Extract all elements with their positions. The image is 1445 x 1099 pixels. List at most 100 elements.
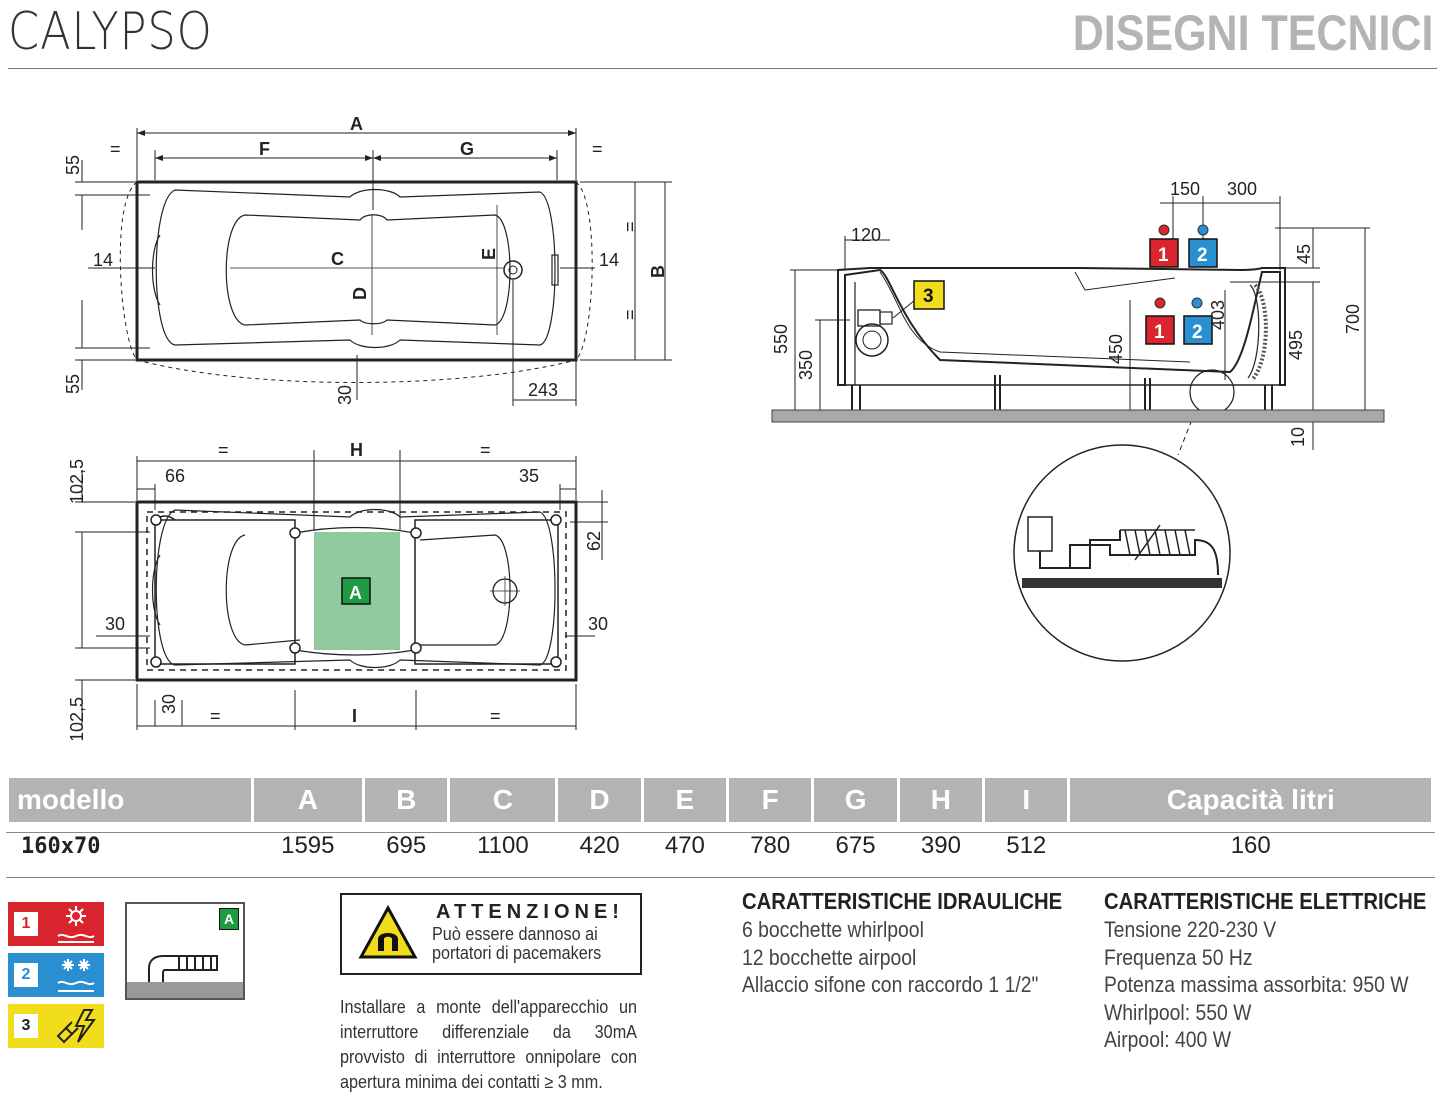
dimensions-table: modello A B C D E F G H I Capacità litri… (6, 778, 1434, 870)
dim-eq-h-left: = (218, 440, 229, 460)
marker-3-label: 3 (923, 286, 934, 307)
hydraulic-title: CARATTERISTICHE IDRAULICHE (742, 888, 1063, 914)
dim-450: 450 (1106, 334, 1126, 364)
dim-120: 120 (851, 225, 881, 245)
warning-text: Può essere dannoso ai portatori di pacem… (432, 924, 602, 963)
legend-item-2: 2 (8, 953, 104, 997)
marker-3 (913, 280, 945, 310)
dim-10: 10 (1288, 427, 1308, 447)
dim-30: 30 (335, 385, 355, 405)
dim-label-A: A (350, 114, 363, 134)
dim-eq-i-right: = (490, 706, 501, 726)
plan-view-frame: A H I = = = = 66 35 102,5 102,5 62 30 30… (67, 440, 608, 740)
cell-A: 1595 (281, 832, 335, 859)
cell-capacity: 160 (1230, 832, 1271, 859)
warning-box: ATTENZIONE! Può essere dannoso ai portat… (340, 893, 642, 975)
table-divider-top (6, 832, 1435, 833)
document-title: DISEGNI TECNICI (1072, 5, 1433, 61)
legend-number: 2 (14, 963, 38, 987)
marker-1-upper (1149, 238, 1179, 268)
snow-water-icon (57, 959, 95, 992)
marker-2-lower-label: 2 (1192, 322, 1203, 343)
hydraulic-line: 12 bocchette airpool (742, 944, 917, 970)
electric-line: Frequenza 50 Hz (1104, 944, 1253, 970)
dim-label-I: I (352, 706, 357, 726)
dim-label-G: G (460, 139, 474, 159)
cell-E: 470 (664, 832, 705, 859)
drain-connection-box: A (125, 902, 245, 1000)
electric-line: Whirlpool: 550 W (1104, 999, 1252, 1025)
table-row: 160x70 1595 695 1100 420 470 780 675 390… (9, 822, 1431, 870)
dim-350: 350 (796, 350, 816, 380)
dim-equal-b1: = (620, 221, 640, 232)
dim-30-bottom: 30 (159, 694, 179, 714)
dim-700: 700 (1343, 304, 1363, 334)
connection-badge: A (219, 908, 239, 930)
cell-G: 675 (835, 832, 876, 859)
dim-550: 550 (771, 324, 791, 354)
marker-2-upper-label: 2 (1197, 245, 1208, 266)
dim-label-F: F (259, 139, 270, 159)
col-header-H: H (899, 778, 983, 822)
cell-model: 160x70 (21, 833, 101, 859)
electric-list: Tensione 220-230 V Frequenza 50 Hz Poten… (1104, 916, 1409, 1054)
section-view: 1 2 1 2 3 150 300 120 45 700 403 495 550… (771, 179, 1385, 662)
dim-label-C: C (331, 249, 344, 269)
table-header-row: modello A B C D E F G H I Capacità litri (9, 778, 1431, 822)
legend-number: 1 (14, 912, 38, 936)
dim-300: 300 (1227, 179, 1257, 199)
electric-title: CARATTERISTICHE ELETTRICHE (1104, 888, 1427, 914)
dim-150: 150 (1170, 179, 1200, 199)
col-header-I: I (985, 778, 1068, 822)
legend-item-3: 3 (8, 1004, 104, 1048)
install-note: Installare a monte dell'apparecchio un i… (340, 997, 637, 1092)
dim-14-right: 14 (599, 250, 619, 270)
zone-badge-A: A (349, 583, 362, 603)
dim-eq-i-left: = (210, 706, 221, 726)
marker-1-upper-label: 1 (1158, 245, 1169, 266)
legend-number: 3 (14, 1014, 38, 1038)
cell-C: 1100 (477, 832, 529, 859)
dim-equal-left: = (110, 139, 121, 159)
dim-102-top: 102,5 (67, 459, 87, 504)
cell-B: 695 (386, 832, 427, 859)
dim-66: 66 (165, 466, 185, 486)
dim-55-top: 55 (63, 155, 83, 175)
marker-2-upper (1188, 238, 1218, 268)
col-header-F: F (729, 778, 812, 822)
legend-item-1: 1 (8, 902, 104, 946)
dim-label-B: B (648, 265, 668, 278)
col-header-capacity: Capacità litri (1070, 778, 1431, 822)
dim-equal-right: = (592, 139, 603, 159)
warning-magnet-icon (358, 905, 418, 959)
electric-line: Potenza massima assorbita: 950 W (1104, 972, 1409, 997)
plug-bolt-icon (56, 1009, 96, 1044)
marker-1-lower (1145, 315, 1175, 345)
marker-2-lower (1183, 315, 1213, 345)
cell-D: 420 (579, 832, 620, 859)
dim-14-left: 14 (93, 250, 113, 270)
dim-30-left: 30 (105, 614, 125, 634)
col-header-A: A (253, 778, 363, 822)
warning-title: ATTENZIONE! (436, 901, 624, 923)
col-header-G: G (814, 778, 897, 822)
hydraulic-line: Allaccio sifone con raccordo 1 1/2" (742, 972, 1039, 997)
electric-line: Tensione 220-230 V (1104, 917, 1277, 942)
dim-62: 62 (584, 531, 604, 551)
hydraulic-line: 6 bocchette whirlpool (742, 917, 924, 942)
sun-water-icon (57, 906, 95, 943)
dim-equal-b2: = (620, 309, 640, 320)
electric-line: Airpool: 400 W (1104, 1027, 1231, 1052)
hydraulic-list: 6 bocchette whirlpool 12 bocchette airpo… (742, 916, 1038, 999)
dim-45: 45 (1294, 244, 1314, 264)
cell-I: 512 (1006, 832, 1047, 859)
drain-pipe-icon (127, 955, 243, 998)
dim-243: 243 (528, 380, 558, 400)
dim-label-H: H (350, 440, 363, 460)
col-header-C: C (450, 778, 556, 822)
dim-495: 495 (1286, 330, 1306, 360)
dim-55-bottom: 55 (63, 374, 83, 394)
dim-30-right: 30 (588, 614, 608, 634)
brand-title: CALYPSO (8, 2, 213, 62)
dim-eq-h-right: = (480, 440, 491, 460)
